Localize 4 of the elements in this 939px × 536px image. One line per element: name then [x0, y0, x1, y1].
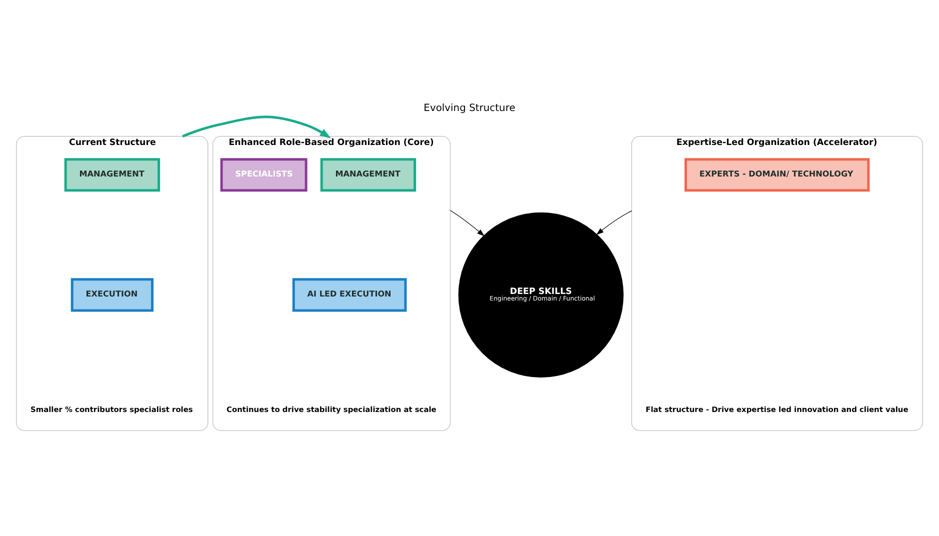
arrow — [182, 116, 332, 138]
arrow — [450, 210, 485, 236]
arrow — [596, 210, 632, 235]
diagram-title: Evolving Structure — [424, 102, 516, 114]
